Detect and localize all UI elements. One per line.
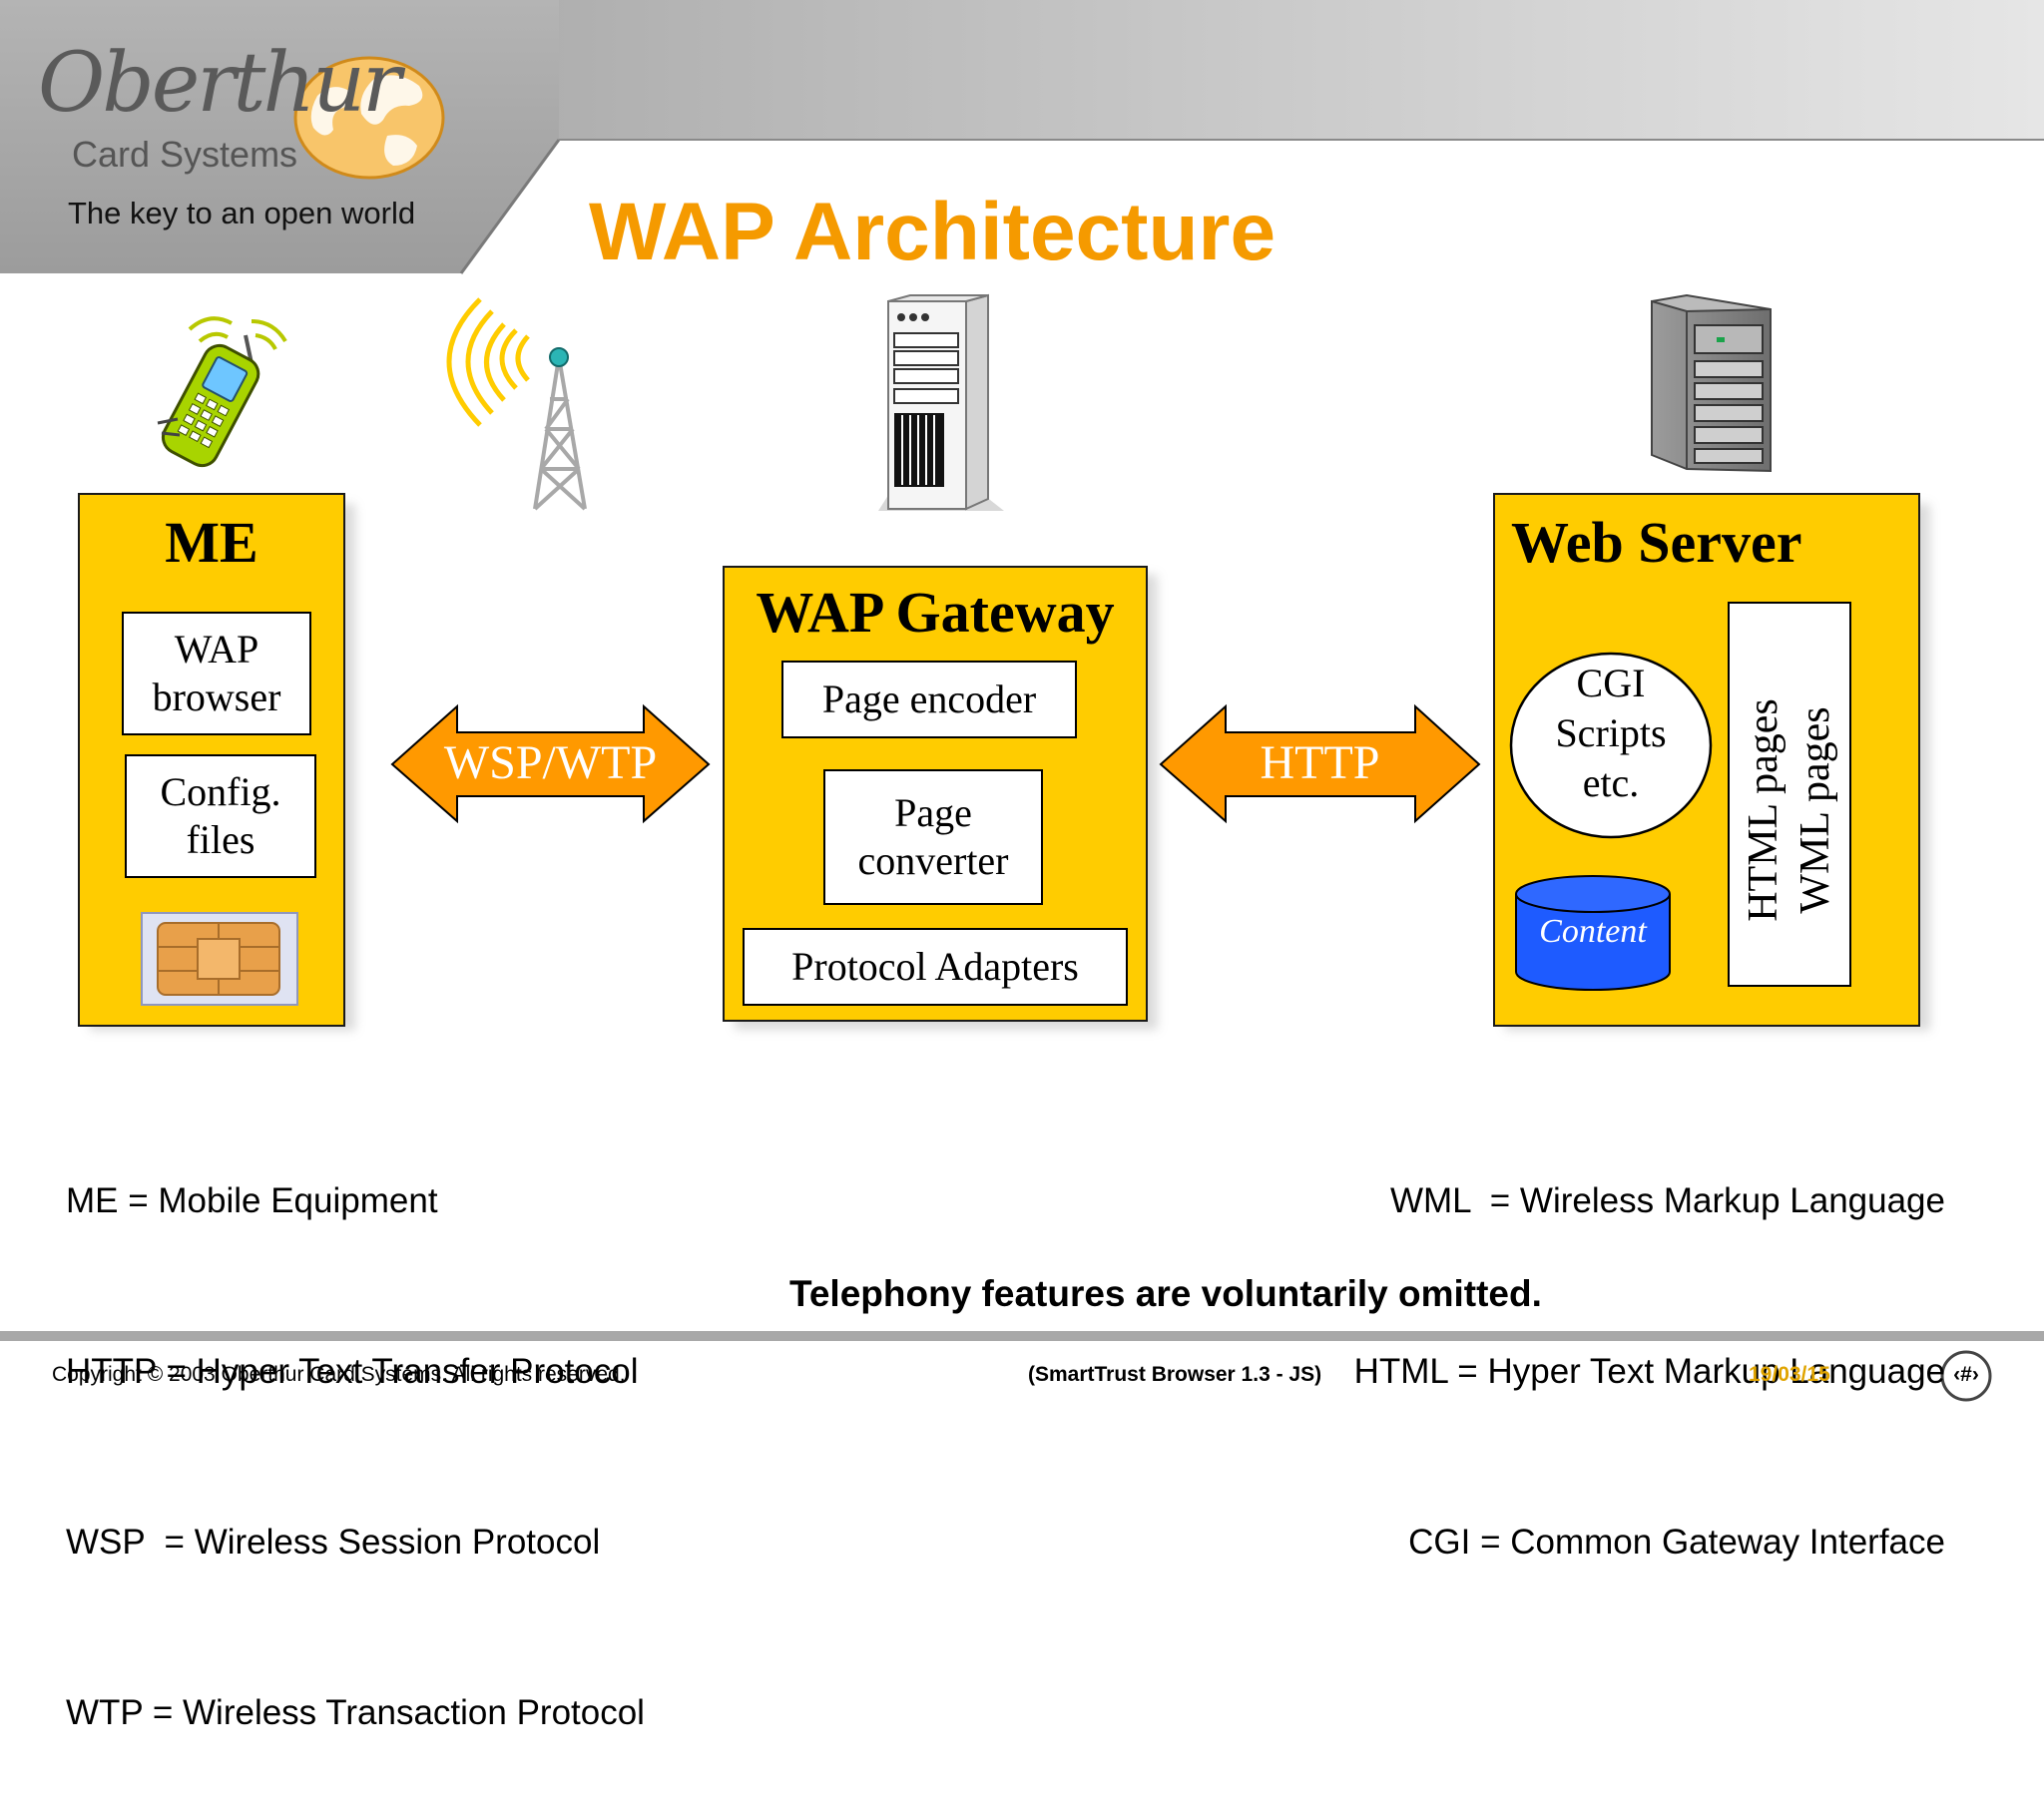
cgi-circle [1509, 652, 1713, 839]
pages-box [1728, 602, 1851, 987]
webserver-title: Web Server [1511, 510, 1802, 575]
http-label: HTTP [1260, 736, 1380, 789]
wsp-wtp-arrow [390, 703, 711, 824]
content-database-icon [1515, 875, 1671, 991]
page-title: WAP Architecture [589, 187, 1277, 277]
footer-page-number: ‹#› [1953, 1363, 1979, 1386]
footer-separator [0, 1331, 2044, 1341]
footer-copyright: Copyright © 2003 Oberthur Card Systems. … [52, 1363, 626, 1386]
footer-product: (SmartTrust Browser 1.3 - JS) [1028, 1363, 1322, 1386]
logo-wordmark: Oberthur [38, 36, 401, 131]
glossary-left: ME = Mobile Equipment HTTP = Hyper Text … [66, 1059, 645, 1798]
tagline: The key to an open world [68, 196, 416, 230]
wap-browser-box: WAP browser [122, 612, 311, 735]
glossary-cgi: CGI = Common Gateway Interface [1408, 1523, 1945, 1562]
html-wml-pages-label: HTML pages WML pages [1741, 698, 1838, 922]
glossary-wml: WML = Wireless Markup Language [1389, 1181, 1945, 1220]
page-converter-box: Page converter [823, 769, 1043, 905]
sim-card-icon [141, 912, 298, 1006]
logo-subtitle: Card Systems [72, 134, 298, 175]
config-files-box: Config. files [125, 754, 316, 878]
gateway-title: WAP Gateway [756, 580, 1115, 645]
http-arrow [1159, 703, 1481, 824]
glossary-html: HTML = Hyper Text Markup Language [1353, 1352, 1945, 1391]
wsp-wtp-label: WSP/WTP [443, 736, 658, 789]
logo-globe-icon [293, 56, 445, 180]
gateway-server-icon [878, 293, 1004, 511]
omission-note: Telephony features are voluntarily omitt… [789, 1273, 1542, 1314]
page-number-badge [1940, 1350, 1992, 1402]
me-title: ME [165, 510, 258, 575]
glossary-me: ME = Mobile Equipment [66, 1181, 438, 1220]
glossary-wsp: WSP = Wireless Session Protocol [66, 1523, 601, 1562]
protocol-adapters-box: Protocol Adapters [743, 928, 1128, 1006]
cgi-scripts-label: CGI Scripts etc. [1555, 661, 1667, 805]
mobile-phone-icon [157, 316, 287, 468]
glossary-right: WML = Wireless Markup Language HTML = Hy… [1354, 1059, 1945, 1627]
content-label: Content [1539, 913, 1647, 950]
web-server-icon [1651, 293, 1772, 473]
footer-date: 19/03/15 [1749, 1363, 1830, 1386]
page-encoder-box: Page encoder [781, 661, 1077, 738]
glossary-http: HTTP = Hyper Text Transfer Protocol [66, 1352, 639, 1391]
antenna-tower-icon [446, 297, 587, 511]
glossary-wtp: WTP = Wireless Transaction Protocol [66, 1693, 645, 1732]
